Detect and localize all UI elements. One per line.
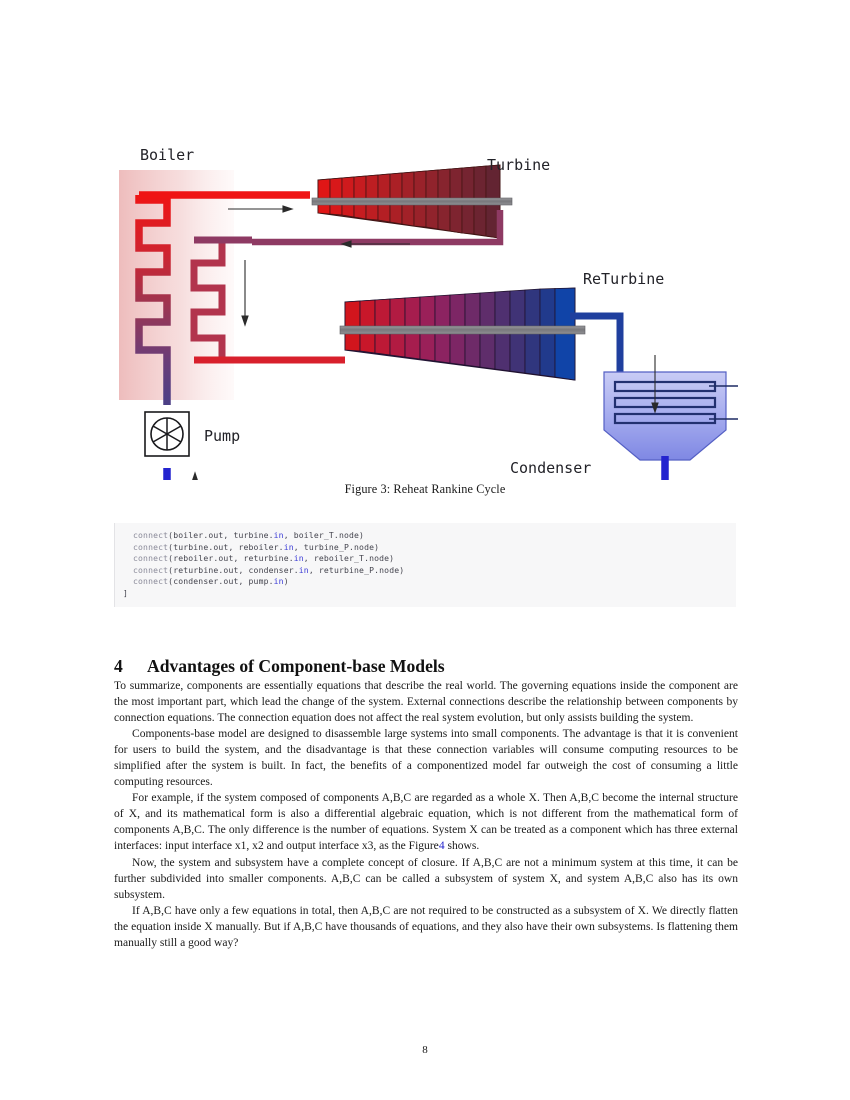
pump-unit: Pump (144, 411, 240, 457)
paragraph: Components-base model are designed to di… (114, 728, 738, 789)
turbine-label: Turbine (487, 156, 550, 174)
turbine-unit: Turbine (311, 156, 550, 239)
code-block: connect(boiler.out, turbine.in, boiler_T… (114, 523, 736, 607)
section-number: 4 (114, 655, 123, 676)
code-token: connect (133, 564, 169, 575)
code-token: in (273, 530, 284, 540)
condenser-tube-2 (613, 396, 717, 409)
paragraph: For example, if the system composed of c… (114, 790, 738, 854)
code-line: ] (115, 588, 736, 600)
code-line: connect(boiler.out, turbine.in, boiler_T… (115, 530, 736, 542)
code-token: in (298, 564, 309, 575)
condenser-body (603, 371, 727, 461)
code-line: connect(reboiler.out, returbine.in, rebo… (115, 553, 736, 565)
flow-arrows (192, 205, 659, 480)
code-token: , turbine_P.node) (293, 541, 380, 552)
code-token: ) (283, 576, 289, 587)
figure-reheat-rankine-cycle: Boiler (0, 60, 850, 480)
paragraph-text: For example, if the system composed of c… (114, 792, 738, 853)
figure-caption: Figure 3: Reheat Rankine Cycle (344, 482, 506, 496)
pump-label: Pump (204, 427, 240, 445)
code-line: connect(condenser.out, pump.in) (115, 576, 736, 588)
condenser-unit: Condenser (510, 371, 738, 477)
pump-impeller-blades (152, 418, 182, 450)
turbine-exhaust-pipe (252, 210, 504, 246)
code-token: in (293, 553, 304, 564)
code-line: connect(returbine.out, condenser.in, ret… (115, 565, 736, 577)
code-token: (reboiler.out, returbine. (168, 553, 294, 564)
code-line: connect(turbine.out, reboiler.in, turbin… (115, 542, 736, 554)
body-text: To summarize, components are essentially… (114, 678, 738, 951)
code-token: (turbine.out, reboiler. (168, 541, 284, 552)
paragraph: Now, the system and subsystem have a com… (114, 856, 738, 901)
boiler-label: Boiler (140, 146, 194, 164)
code-token: connect (133, 541, 169, 552)
code-token: in (283, 541, 294, 552)
condenser-label: Condenser (510, 459, 591, 477)
boiler-unit: Boiler (119, 146, 345, 465)
code-token: (boiler.out, turbine. (168, 530, 274, 540)
paragraph: If A,B,C have only a few equations in to… (114, 904, 738, 949)
code-token: (returbine.out, condenser. (168, 564, 299, 575)
code-token: connect (133, 530, 169, 540)
section-heading: 4 Advantages of Component-base Models (114, 656, 739, 677)
returbine-shaft (339, 325, 586, 335)
code-token: connect (133, 576, 169, 587)
page-number: 8 (422, 1044, 428, 1056)
turbine-shaft (311, 197, 513, 206)
returbine-unit: ReTurbine (339, 270, 664, 381)
code-token: ] (123, 587, 129, 598)
paragraph: To summarize, components are essentially… (114, 680, 738, 725)
paragraph-text: shows. (444, 840, 480, 853)
code-token: (condenser.out, pump. (168, 576, 274, 587)
rankine-cycle-diagram: Boiler (119, 146, 738, 480)
section-title: Advantages of Component-base Models (147, 655, 445, 676)
code-token: , boiler_T.node) (283, 530, 365, 540)
boiler-coil-outer (135, 195, 171, 405)
code-lines: connect(boiler.out, turbine.in, boiler_T… (115, 530, 736, 600)
returbine-label: ReTurbine (583, 270, 664, 288)
code-token: , returbine_P.node) (308, 564, 405, 575)
code-token: in (273, 576, 284, 587)
code-token: , reboiler_T.node) (303, 553, 395, 564)
code-token: connect (133, 553, 169, 564)
figure-reference-link[interactable]: 4 (438, 840, 445, 853)
reboiler-coil-inner (190, 236, 226, 364)
